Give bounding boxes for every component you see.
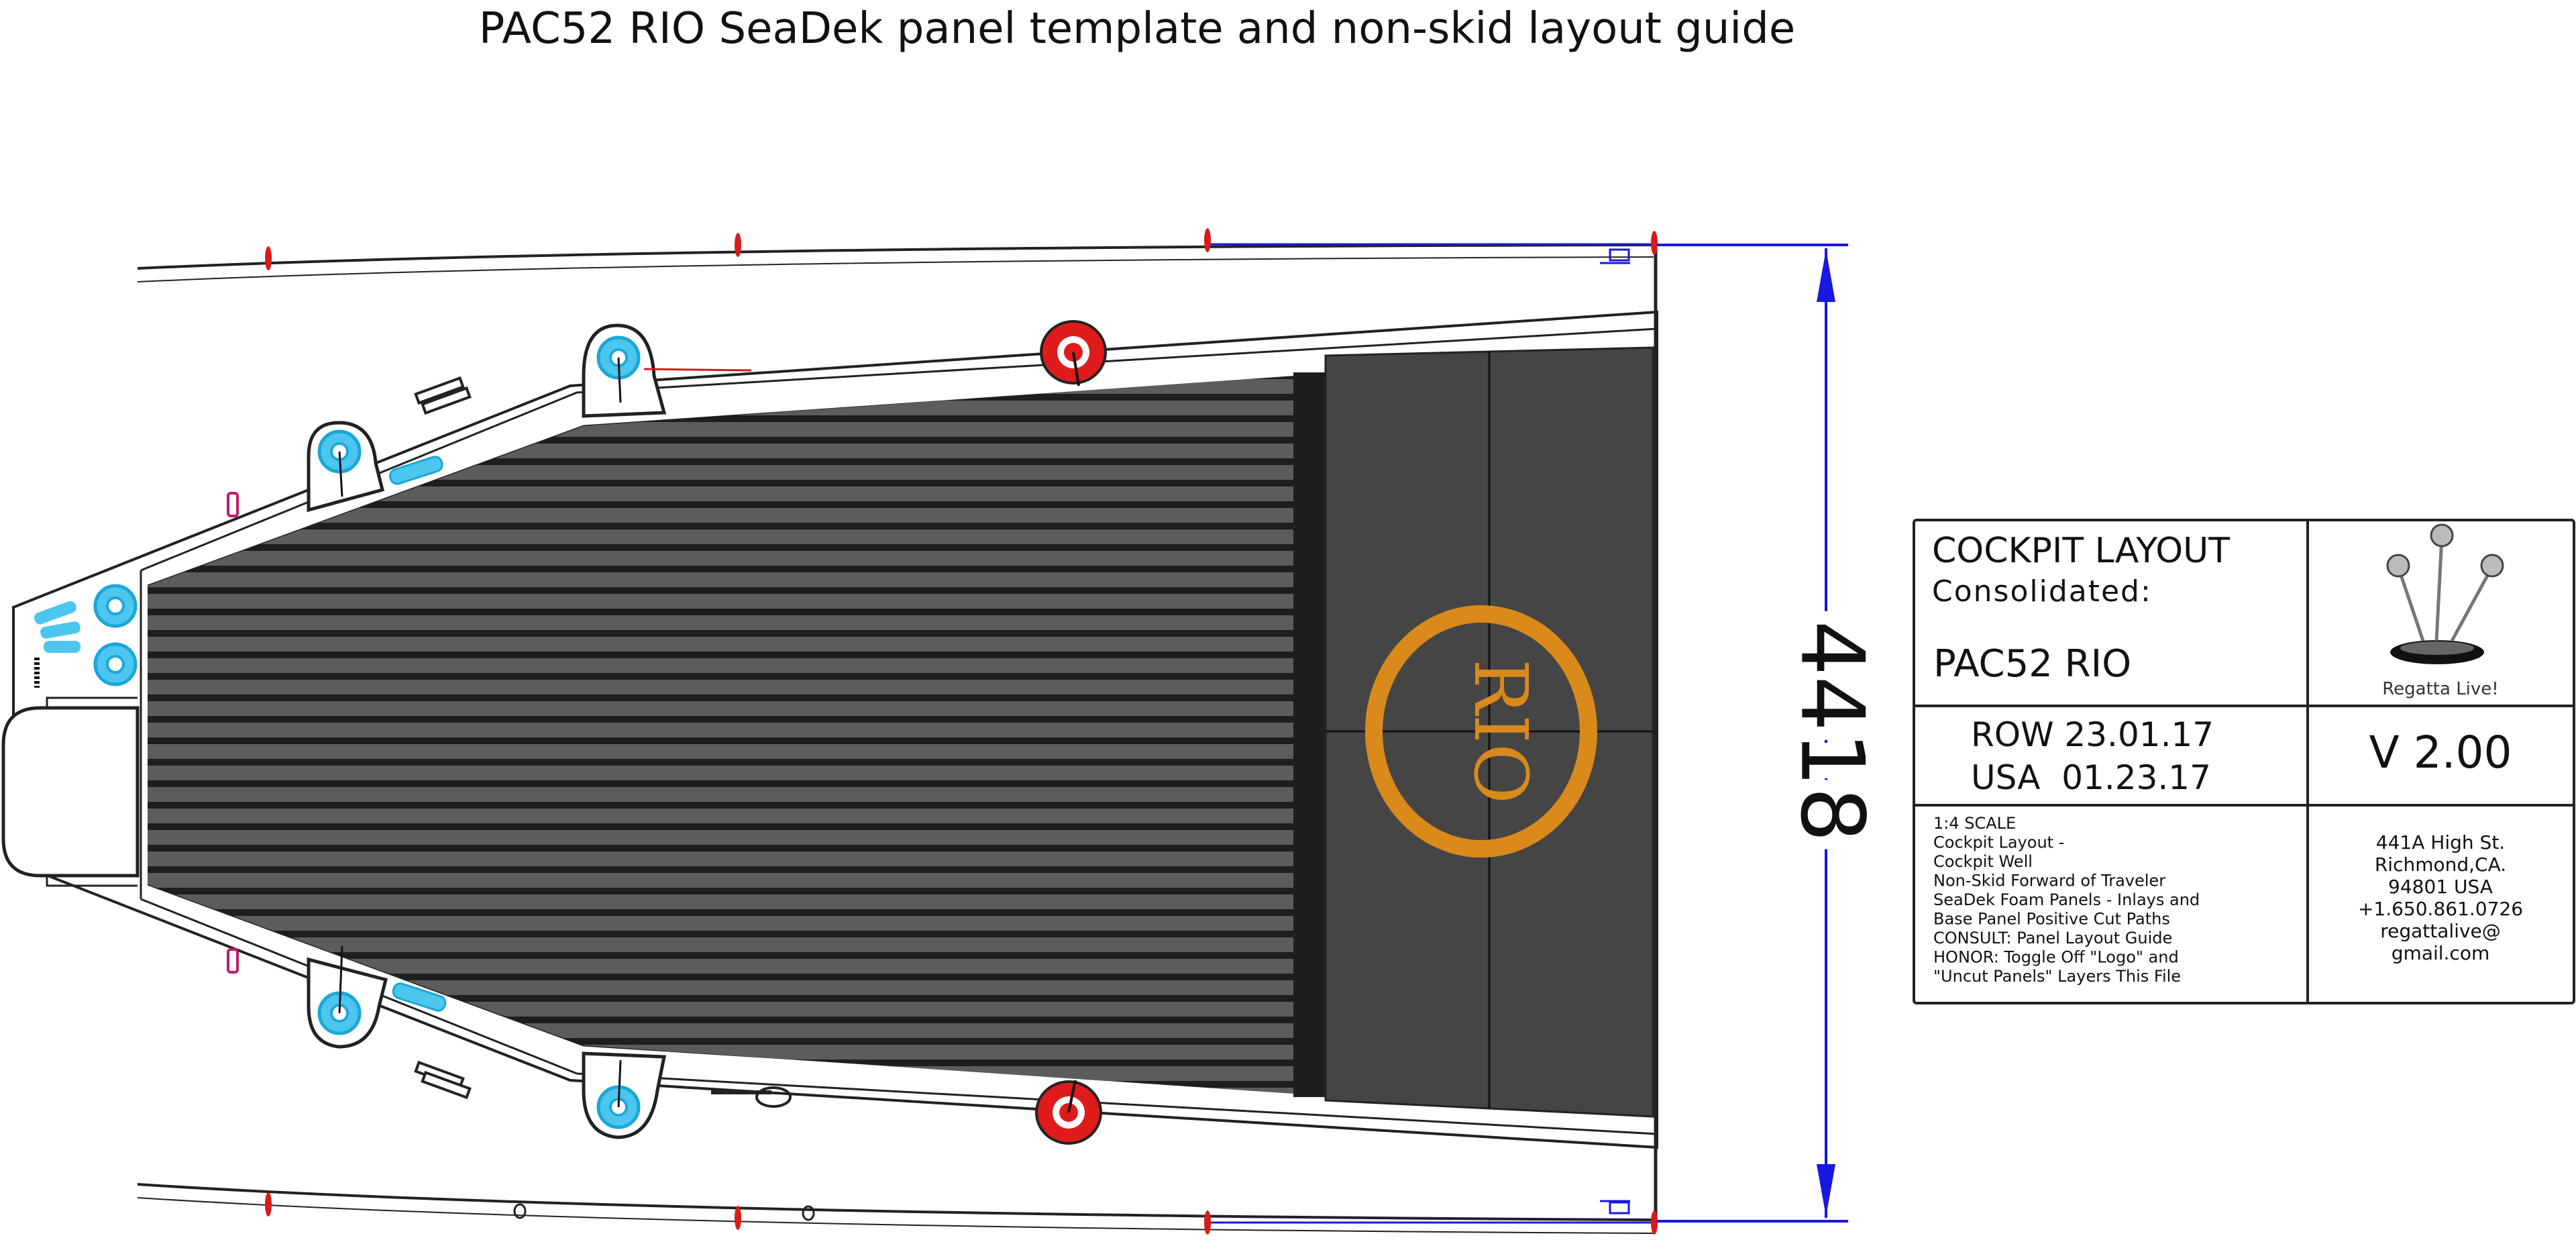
alignment-marker: [802, 1205, 815, 1221]
winch-red-top: [1040, 320, 1107, 386]
nonskid-stripe: [148, 809, 1295, 823]
nonskid-stripe: [148, 529, 1295, 544]
transom-fittings: [34, 584, 138, 688]
transom-step: [1, 696, 140, 887]
nonskid-stripe: [148, 637, 1295, 652]
tb-address-line: gmail.com: [2392, 942, 2489, 964]
nonskid-stripe: [148, 744, 1295, 759]
alignment-marker: [1651, 231, 1658, 255]
alignment-marker: [1204, 1210, 1211, 1235]
nonskid-stripe: [148, 959, 1295, 974]
nonskid-stripe: [148, 766, 1295, 780]
nonskid-stripe: [148, 937, 1295, 952]
stern-fittings: [1600, 248, 1630, 1214]
alignment-marker: [735, 1206, 741, 1230]
tb-note-line: "Uncut Panels" Layers This File: [1933, 967, 2181, 986]
tb-date-usa: USA 01.23.17: [1971, 758, 2211, 797]
traveler-track-gap: [1293, 372, 1326, 1097]
tb-address-line: 441A High St.: [2376, 831, 2505, 853]
nonskid-stripe: [148, 658, 1295, 673]
fitting-cyan-top-fwd: [582, 323, 752, 418]
clutch-bottom: [414, 1060, 472, 1100]
tb-note-line: 1:4 SCALE: [1933, 814, 2016, 833]
tb-note-line: CONSULT: Panel Layout Guide: [1933, 929, 2172, 947]
winch-red-bottom: [1035, 1080, 1102, 1145]
dimension-line: [1657, 244, 1848, 1223]
tb-project: PAC52 RIO: [1933, 642, 2131, 686]
nonskid-stripe: [148, 551, 1295, 566]
tb-address: 441A High St.Richmond,CA.94801 USA+1.650…: [2358, 831, 2523, 964]
tb-note-line: SeaDek Foam Panels - Inlays and: [1933, 890, 2200, 909]
tb-note-line: HONOR: Toggle Off "Logo" and: [1933, 948, 2179, 967]
rio-logo-text: RIO: [1458, 659, 1544, 804]
cockpit-well-nonskid: [148, 376, 1295, 1094]
nonskid-stripe: [148, 830, 1295, 845]
alignment-marker: [735, 233, 741, 257]
alignment-markers: [265, 228, 1658, 1235]
nonskid-stripe: [148, 615, 1295, 630]
tb-version: V 2.00: [2369, 727, 2512, 778]
tb-address-line: Richmond,CA.: [2375, 853, 2506, 876]
nonskid-stripe: [148, 572, 1295, 587]
tb-note-line: Base Panel Positive Cut Paths: [1933, 910, 2170, 929]
clutch-top: [414, 376, 472, 415]
nonskid-stripe: [148, 594, 1295, 609]
nonskid-stripe: [148, 701, 1295, 716]
tb-note-line: Cockpit Well: [1933, 852, 2033, 871]
tb-address-line: 94801 USA: [2388, 876, 2493, 898]
alignment-marker: [1651, 1210, 1658, 1235]
fitting-cyan-bottom-fwd: [582, 1051, 792, 1139]
tb-heading-2: Consolidated:: [1932, 574, 2152, 609]
alignment-marker: [1204, 228, 1211, 252]
nonskid-stripe: [148, 486, 1295, 501]
tb-heading-1: COCKPIT LAYOUT: [1932, 531, 2230, 571]
title-block: COCKPIT LAYOUT Consolidated: PAC52 RIO R…: [1913, 519, 2575, 1004]
tb-note-line: Cockpit Layout -: [1933, 833, 2064, 852]
nonskid-stripe: [148, 508, 1295, 523]
rio-logo: RIO: [1365, 605, 1597, 858]
tb-address-line: +1.650.861.0726: [2358, 898, 2523, 920]
nonskid-stripe: [148, 787, 1295, 802]
page-title: PAC52 RIO SeaDek panel template and non-…: [478, 4, 1796, 54]
nonskid-stripe: [148, 894, 1295, 909]
pad-markers: [227, 492, 239, 974]
alignment-marker: [513, 1203, 527, 1219]
dimension-value: 4418: [1781, 621, 1883, 843]
alignment-marker: [265, 246, 272, 270]
nonskid-stripe: [148, 851, 1295, 866]
tb-date-row: ROW 23.01.17: [1971, 715, 2214, 754]
fitting-cyan-top-aft: [307, 421, 443, 513]
nonskid-stripe: [148, 723, 1295, 737]
nonskid-stripe: [148, 680, 1295, 694]
nonskid-stripe: [148, 873, 1295, 888]
hull-outline-top: [137, 244, 1654, 282]
tb-note-line: Non-Skid Forward of Traveler: [1933, 872, 2165, 890]
tb-brand: Regatta Live!: [2382, 679, 2498, 699]
alignment-marker: [265, 1192, 272, 1217]
hull-outline-bottom: [137, 1183, 1654, 1234]
regatta-live-logo: Regatta Live!: [2382, 523, 2504, 699]
fitting-cyan-bottom-aft: [307, 945, 447, 1049]
tb-address-line: regattalive@: [2380, 920, 2501, 942]
nonskid-stripe: [148, 916, 1295, 931]
